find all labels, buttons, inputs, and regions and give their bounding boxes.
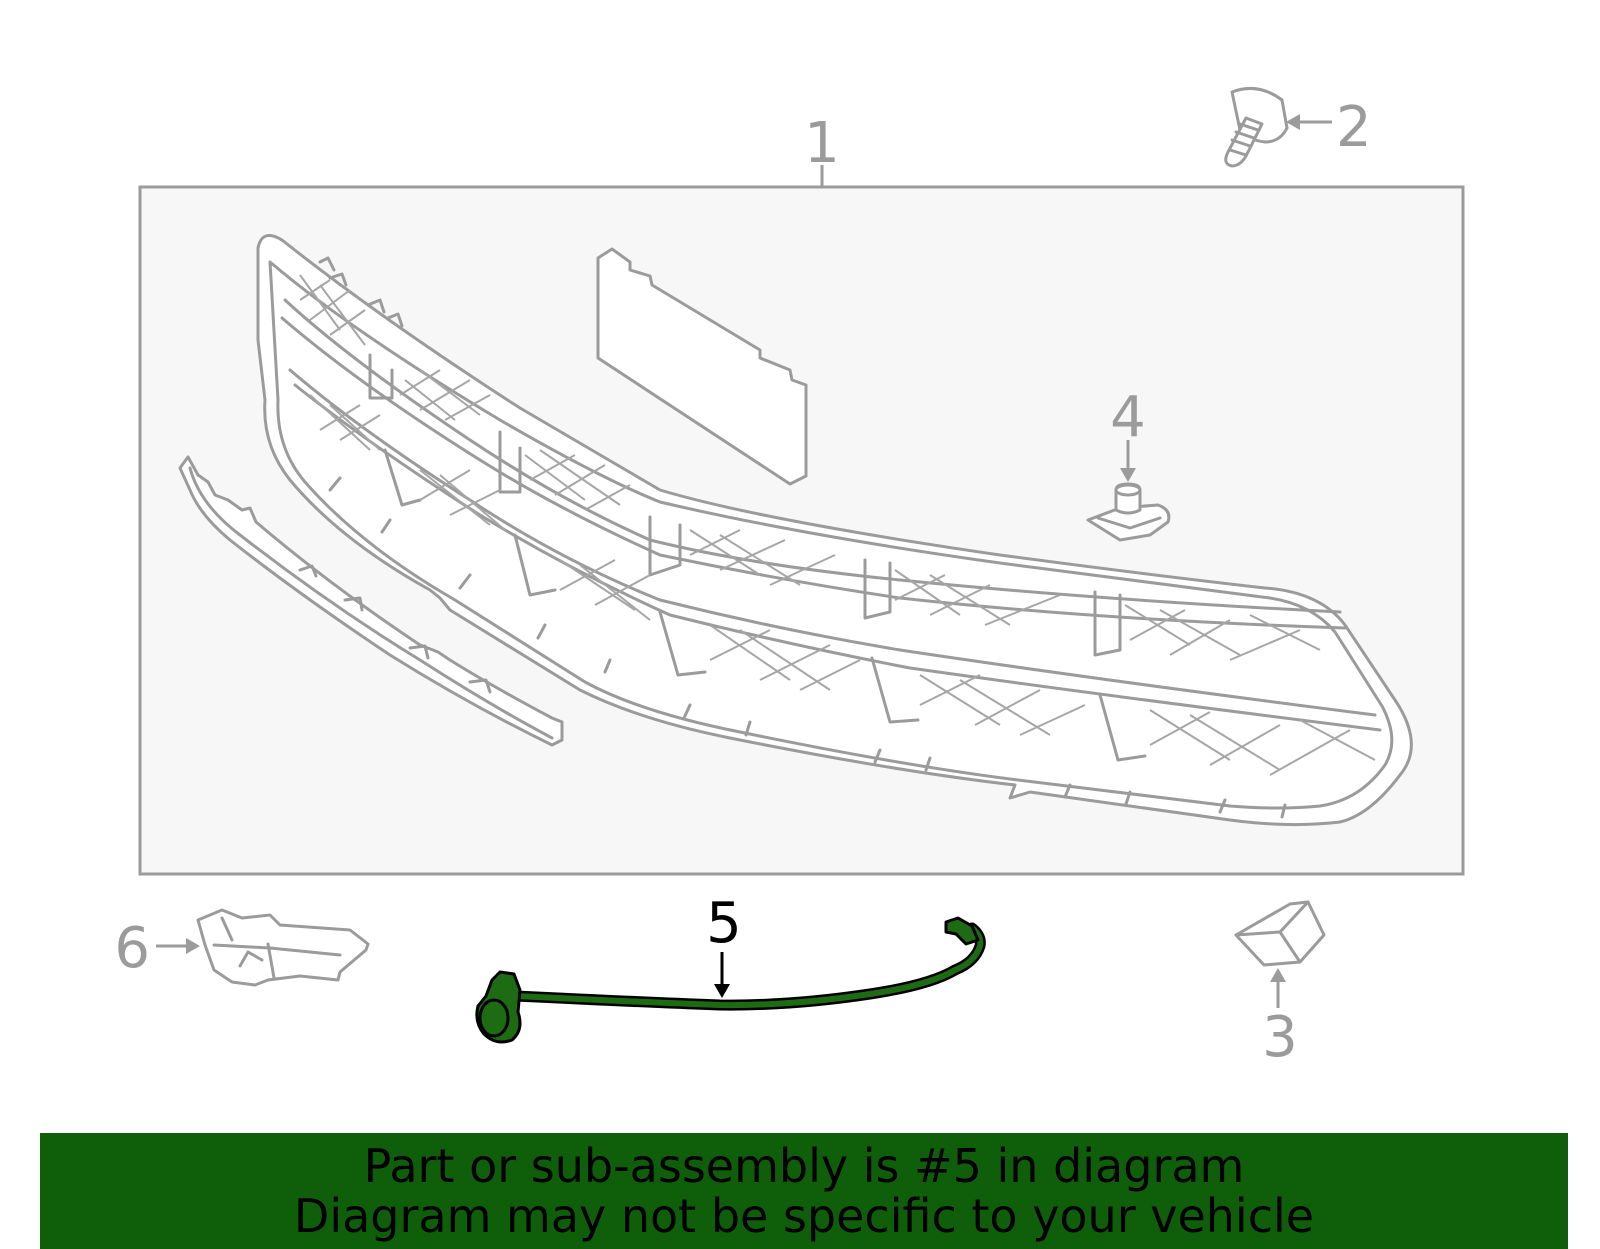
- callout-1: 1: [804, 111, 840, 176]
- sensor-harness-part-5: [475, 916, 986, 1044]
- clip-nut-part-4: [1086, 440, 1171, 542]
- grille-frame: [256, 234, 1413, 827]
- callout-3: 3: [1262, 1005, 1298, 1070]
- callout-6: 6: [114, 916, 150, 981]
- bracket-part-3: [1234, 900, 1326, 1008]
- callout-5: 5: [706, 891, 742, 956]
- banner-line-1: Part or sub-assembly is #5 in diagram: [363, 1139, 1245, 1193]
- banner-line-2: Diagram may not be specific to your vehi…: [293, 1189, 1315, 1243]
- bracket-part-6: [156, 908, 370, 987]
- splash-shield: [596, 247, 808, 486]
- notice-banner: Part or sub-assembly is #5 in diagram Di…: [40, 1133, 1568, 1249]
- callout-4: 4: [1110, 385, 1146, 450]
- callout-2: 2: [1336, 95, 1372, 160]
- bolt-part-2: [1224, 86, 1332, 168]
